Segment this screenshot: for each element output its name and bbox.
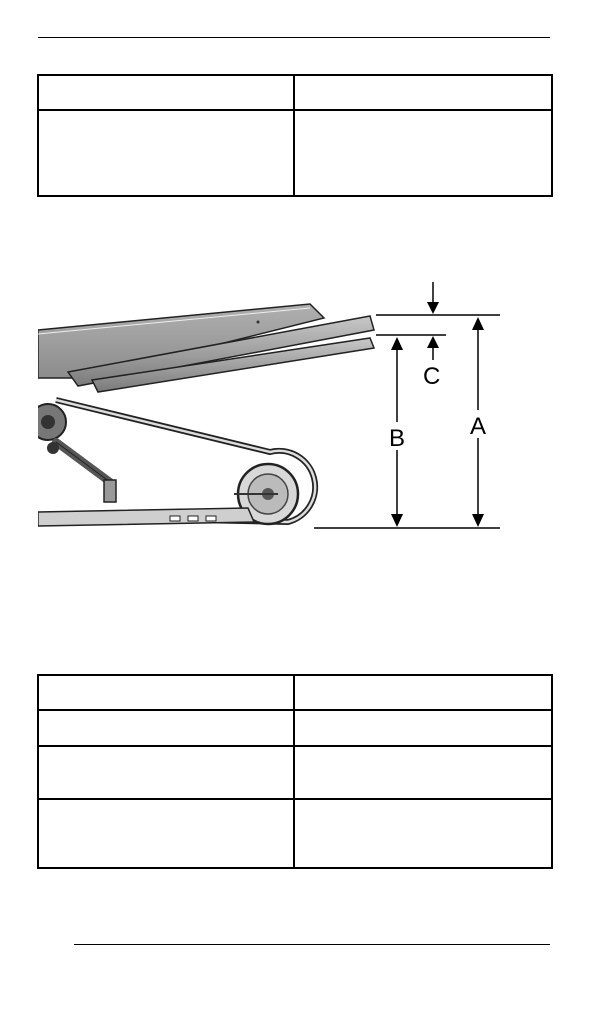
- footer-rule: [74, 944, 550, 945]
- dimension-label-b: B: [389, 425, 405, 452]
- table-header-row: [37, 674, 553, 711]
- track-tension-figure: C B A: [38, 282, 500, 529]
- shock-bracket: [103, 479, 117, 503]
- spec-table-top: [37, 74, 553, 197]
- table-cell: [37, 674, 295, 711]
- table-cell: [293, 798, 553, 869]
- arrowhead: [472, 317, 484, 330]
- table-cell: [293, 709, 553, 747]
- table-cell: [37, 74, 295, 111]
- rail-slot: [169, 515, 181, 522]
- table-cell: [37, 798, 295, 869]
- table-cell: [293, 74, 553, 111]
- arrowhead: [427, 302, 439, 314]
- table-cell: [293, 745, 553, 800]
- table-cell: [293, 109, 553, 197]
- arrowhead: [472, 514, 484, 527]
- dimension-label-c: C: [423, 363, 440, 390]
- table-cell: [37, 709, 295, 747]
- rivet: [256, 320, 260, 324]
- tunnel-edge: [38, 307, 311, 335]
- track-belt-inner: [55, 398, 317, 524]
- table-header-row: [37, 74, 553, 111]
- pivot: [47, 442, 59, 454]
- arrowhead: [391, 514, 403, 527]
- suspension-arm-edge: [55, 441, 111, 483]
- lower-rail: [90, 337, 376, 393]
- rail-slot: [187, 515, 199, 522]
- drive-wheel-hub: [41, 415, 55, 429]
- header-rule: [38, 37, 550, 38]
- slide-rail: [38, 507, 256, 527]
- upper-rail: [66, 315, 375, 387]
- table-cell: [37, 109, 295, 197]
- suspension-drawing: [38, 303, 376, 527]
- table-row: [37, 745, 553, 800]
- rail-slot: [205, 515, 217, 522]
- table-row: [37, 709, 553, 747]
- table-cell: [293, 674, 553, 711]
- dimension-label-a: A: [470, 413, 486, 440]
- spec-table-bottom: [37, 674, 553, 869]
- arrowhead: [427, 336, 439, 348]
- table-row: [37, 798, 553, 869]
- table-row: [37, 109, 553, 197]
- arrowhead: [391, 337, 403, 350]
- table-cell: [37, 745, 295, 800]
